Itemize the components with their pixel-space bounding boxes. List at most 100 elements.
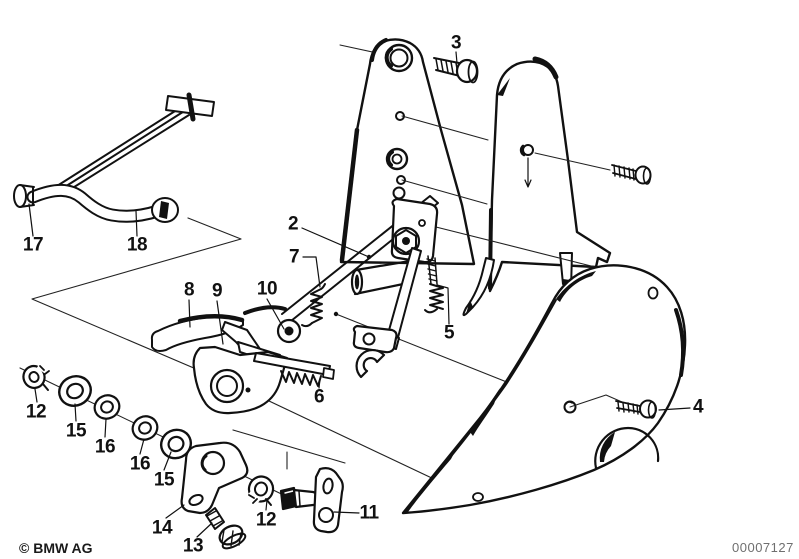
spring-6-end [322, 367, 335, 380]
clip-ends [248, 494, 258, 504]
washer-15-left [58, 375, 92, 407]
leader-13 [196, 522, 213, 538]
screw-13-head [218, 524, 244, 546]
leader-2-dot [366, 254, 372, 260]
washer-16-left [93, 394, 121, 420]
callout-8: 8 [183, 279, 195, 301]
spring-7-coil [310, 288, 323, 324]
hex-bolt [395, 229, 417, 254]
handle-knob-slot [159, 201, 169, 219]
bracket-to-panel-line [423, 223, 608, 271]
clip-tab [42, 383, 49, 391]
screw-3-head [455, 58, 479, 84]
roller-pin [284, 326, 294, 336]
washer-stack [22, 361, 193, 460]
stop-bracket-11 [279, 467, 344, 534]
plate-body [488, 60, 612, 293]
drawing-number: 00007127 [732, 540, 794, 555]
catch-claw [352, 324, 398, 379]
leader-15-right [163, 451, 172, 471]
bracket-slot [188, 493, 204, 507]
panel-body [401, 264, 687, 515]
pivot-hole-inner [216, 375, 238, 397]
copyright-text: © BMW AG [19, 540, 93, 556]
callout-13: 13 [182, 535, 204, 557]
bracket-plate [312, 467, 344, 534]
clip-ends [39, 365, 50, 375]
panel-hole-mid-curl [565, 401, 573, 405]
bracket-hole [318, 507, 334, 523]
callout-10: 10 [256, 278, 278, 300]
bracket-hole [418, 219, 426, 227]
pin-rim [298, 490, 301, 507]
callout-6: 6 [313, 386, 325, 408]
pin-head-line [284, 490, 294, 494]
screw-4-threads [617, 401, 639, 415]
leader-7 [302, 256, 321, 288]
adjusting-rod-assembly [13, 92, 215, 223]
plate-left-leg [462, 257, 495, 317]
hole-top-shade [384, 47, 393, 68]
bracket-slot [322, 477, 334, 495]
pivot-hole-outer [209, 368, 245, 404]
alignment-line-to-screw [423, 152, 611, 271]
leader-18 [135, 210, 138, 237]
plate-hole [522, 144, 534, 156]
plate-shoulder-mark [497, 78, 510, 96]
callout-2: 2 [287, 213, 299, 235]
screw-threads [613, 164, 635, 181]
leader-3 [455, 51, 458, 64]
screw-3-threads [435, 58, 459, 75]
hole-mid-shade [386, 150, 394, 167]
lever-edge-accent [177, 314, 245, 324]
leader-12-left [34, 388, 38, 403]
zigzag-reference-line [31, 217, 456, 490]
callout-5: 5 [443, 322, 455, 344]
bracket-hole-shade [200, 454, 208, 472]
plate-left-edge-accent [339, 127, 360, 263]
callout-12-left: 12 [25, 401, 47, 423]
panel-hole-bottom [472, 492, 484, 502]
slide-bar-and-spring-6 [253, 352, 335, 387]
leader-10 [266, 298, 285, 330]
callout-15-right: 15 [153, 469, 175, 491]
handle-core [28, 185, 163, 221]
lock-clip-12-right [244, 475, 275, 508]
left-leg-tip [466, 300, 473, 314]
callout-9: 9 [211, 280, 223, 302]
screw-13 [205, 507, 247, 550]
leader-lines [28, 51, 691, 538]
panel-tip-shade [403, 446, 458, 513]
screw-head-face [642, 167, 652, 185]
leader-5 [436, 284, 450, 325]
screw-4-head-face [647, 401, 657, 419]
axis-line-b [401, 179, 488, 205]
hex-bolt-center [402, 237, 410, 245]
claw-hook [355, 348, 386, 379]
leader-6 [318, 378, 321, 389]
plate-top-accent [370, 38, 388, 62]
callout-16-left: 16 [94, 436, 116, 458]
leader-9 [216, 300, 224, 345]
callout-4: 4 [692, 396, 704, 418]
screw-3-head-face [467, 60, 479, 84]
plate-hole-shade [519, 144, 526, 157]
callout-7: 7 [288, 246, 300, 268]
right-recliner-plate [462, 56, 612, 317]
tube-bore [354, 274, 360, 290]
leader-4 [658, 407, 691, 411]
panel-right-shadow [674, 308, 686, 377]
panel-dome-shade [556, 271, 596, 302]
spring-5-coil [429, 283, 444, 310]
bracket-body [180, 441, 249, 515]
panel-hole-top [647, 286, 659, 300]
left-recliner-plate [339, 38, 476, 266]
leader-2 [301, 227, 370, 258]
axis-line-a [401, 115, 489, 141]
screw-13-threads [206, 510, 223, 527]
rod-threads [426, 258, 438, 282]
alignment-lines-through-plate [401, 115, 489, 205]
latch-top-accent [243, 305, 287, 315]
